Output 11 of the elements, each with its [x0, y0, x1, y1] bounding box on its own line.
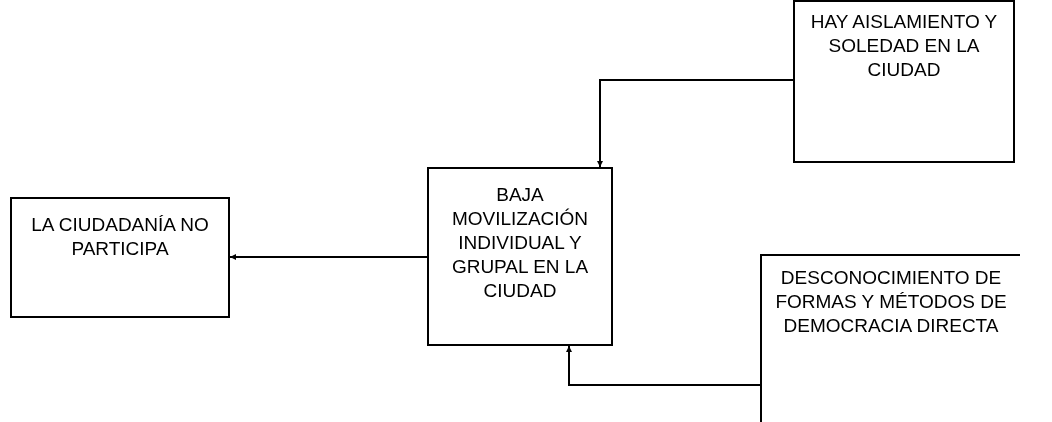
process-box: [793, 0, 1015, 163]
box-text: BAJA MOVILIZACIÓN INDIVIDUAL Y GRUPAL EN LA CIUDAD: [450, 183, 590, 303]
arrow: [566, 345, 761, 386]
box-text: DESCONOCIMIENTO DE FORMAS Y MÉTODOS DE DEMOCRACIA DIRECTA: [774, 266, 1008, 338]
process-box: [760, 254, 1020, 422]
box-text: HAY AISLAMIENTO Y SOLEDAD EN LA CIUDAD: [809, 10, 999, 82]
arrow: [229, 254, 428, 260]
arrow: [597, 79, 794, 168]
process-box: [427, 167, 613, 346]
box-text: LA CIUDADANÍA NO PARTICIPA: [30, 213, 210, 261]
process-box: [10, 197, 230, 318]
